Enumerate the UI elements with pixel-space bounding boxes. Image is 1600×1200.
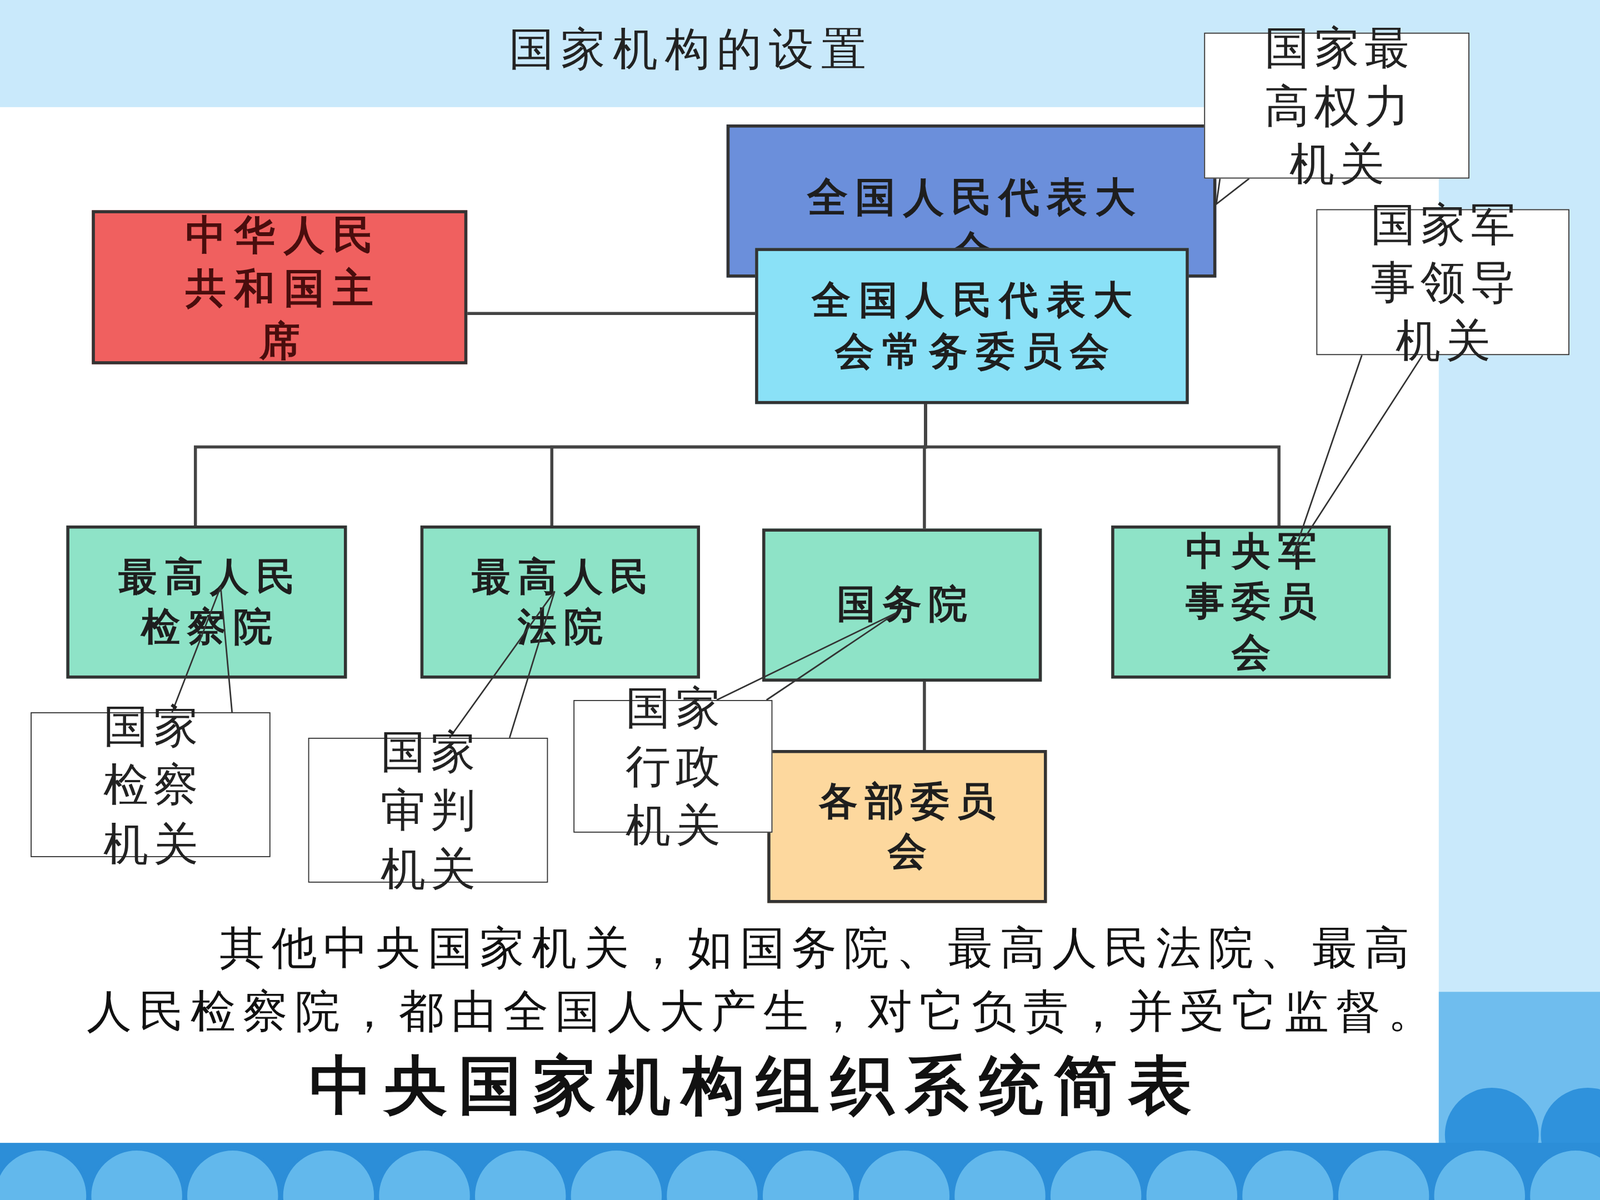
page-title: 国家机构的设置 bbox=[448, 18, 926, 80]
box-label: 国家审判机关 bbox=[351, 722, 505, 898]
org-box: 各部委员会 bbox=[767, 750, 1047, 904]
box-label: 国家检察机关 bbox=[73, 697, 228, 873]
box-label: 中央军事委员会 bbox=[1157, 526, 1345, 678]
box-label: 国家军事领导机关 bbox=[1340, 194, 1545, 370]
connector-line bbox=[925, 403, 1279, 526]
connector-line bbox=[924, 403, 926, 529]
box-label: 中华人民共和国主席 bbox=[155, 207, 404, 368]
callout-pointer bbox=[1216, 178, 1249, 204]
callout-pointer bbox=[1292, 355, 1423, 557]
connector-line bbox=[922, 681, 927, 750]
org-box: 最高人民检察院 bbox=[66, 525, 347, 679]
callout-box: 国家军事领导机关 bbox=[1316, 209, 1570, 356]
org-box: 中央军事委员会 bbox=[1111, 525, 1391, 679]
org-box: 最高人民法院 bbox=[420, 525, 700, 679]
box-label: 最高人民检察院 bbox=[90, 551, 324, 653]
box-label: 全国人民代表大会常务委员会 bbox=[782, 275, 1162, 377]
box-label: 国家最高权力机关 bbox=[1234, 18, 1439, 194]
box-label: 最高人民法院 bbox=[443, 551, 678, 653]
bottom-wave-arches bbox=[0, 1148, 1600, 1200]
callout-box: 国家行政机关 bbox=[573, 700, 773, 833]
org-box: 全国人民代表大会常务委员会 bbox=[755, 247, 1189, 404]
note-text: 其他中央国家机关，如国务院、最高人民法院、最高人民检察院，都由全国人大产生，对它… bbox=[86, 916, 1444, 1043]
callout-box: 国家检察机关 bbox=[30, 712, 271, 858]
org-box: 中华人民共和国主席 bbox=[91, 210, 468, 364]
box-label: 国家行政机关 bbox=[596, 678, 750, 854]
box-label: 各部委员会 bbox=[790, 776, 1025, 877]
callout-pointer bbox=[716, 612, 897, 700]
callout-pointer bbox=[172, 586, 233, 713]
callout-box: 国家最高权力机关 bbox=[1203, 32, 1470, 179]
connector-line bbox=[467, 311, 755, 315]
callout-pointer bbox=[449, 591, 555, 738]
callout-box: 国家审判机关 bbox=[308, 737, 549, 883]
org-box: 国务院 bbox=[762, 528, 1042, 682]
connector-line bbox=[551, 403, 926, 526]
diagram-caption: 中央国家机构组织系统简表 bbox=[183, 1046, 1318, 1125]
box-label: 国务院 bbox=[785, 580, 1019, 631]
connector-line bbox=[195, 403, 926, 526]
